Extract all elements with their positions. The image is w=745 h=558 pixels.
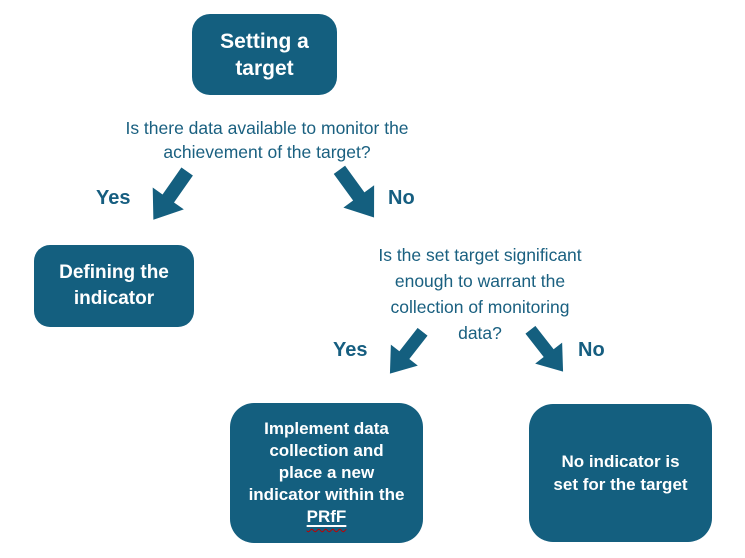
question-2: Is the set target significant enough to … bbox=[340, 242, 620, 346]
question-2-line: data? bbox=[458, 323, 502, 343]
defining-node-label-line: indicator bbox=[73, 288, 155, 309]
q2-yes-label: Yes bbox=[333, 339, 368, 361]
question-1: Is there data available to monitor the a… bbox=[82, 116, 452, 164]
implement-node-label-line: indicator within the bbox=[248, 485, 405, 504]
no-indicator-node-label-line: set for the target bbox=[553, 475, 688, 494]
arrow-down-right-icon bbox=[333, 165, 375, 218]
implement-node-label-line: Implement data bbox=[264, 419, 389, 438]
question-2-line: enough to warrant the bbox=[394, 271, 566, 291]
arrow-down-right-icon bbox=[525, 325, 564, 372]
q2-no-label: No bbox=[578, 339, 605, 361]
no-indicator-node: No indicator is set for the target bbox=[529, 404, 712, 542]
question-1-line: Is there data available to monitor the bbox=[125, 118, 409, 138]
prff-term: PRfF bbox=[306, 507, 347, 526]
start-node-label-line: target bbox=[235, 56, 294, 80]
implement-node-label-line: place a new bbox=[278, 463, 375, 482]
question-2-line: Is the set target significant bbox=[378, 245, 582, 265]
implement-node-label-line: collection and bbox=[269, 441, 384, 460]
q1-no-label: No bbox=[388, 187, 415, 209]
defining-node-label-line: Defining the bbox=[59, 262, 169, 283]
defining-indicator-node: Defining the indicator bbox=[34, 245, 194, 327]
start-node: Setting a target bbox=[192, 14, 337, 95]
prff-misspelling-underline: PRfF bbox=[307, 507, 347, 526]
arrow-down-left-icon bbox=[389, 327, 428, 374]
arrow-down-left-icon bbox=[152, 167, 193, 220]
start-node-label-line: Setting a bbox=[220, 29, 309, 53]
question-1-line: achievement of the target? bbox=[163, 142, 371, 162]
implement-node-label-line: PRfF bbox=[307, 506, 347, 528]
q1-yes-label: Yes bbox=[96, 187, 131, 209]
implement-data-collection-node: Implement data collection and place a ne… bbox=[230, 403, 423, 543]
no-indicator-node-label-line: No indicator is bbox=[561, 452, 680, 471]
question-2-line: collection of monitoring bbox=[390, 297, 570, 317]
